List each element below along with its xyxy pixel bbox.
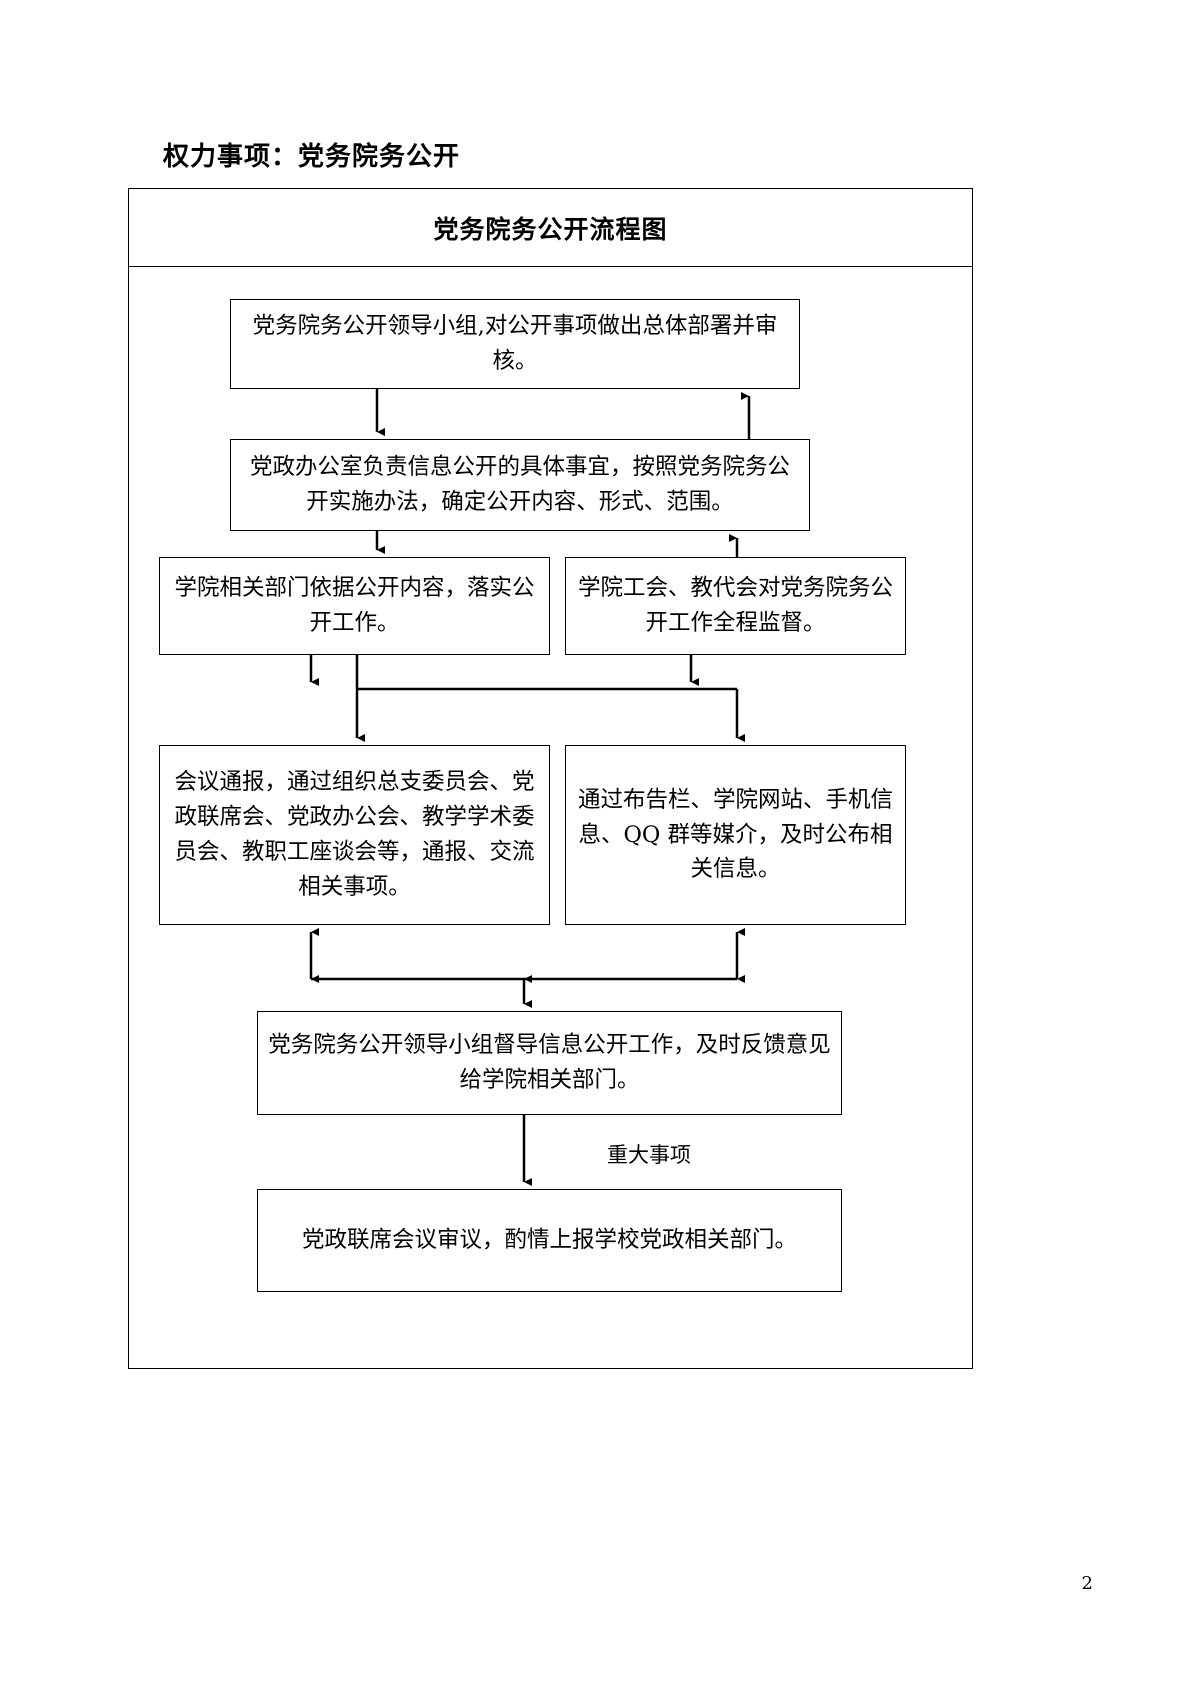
flow-node-text: 党政办公室负责信息公开的具体事宜，按照党务院务公开实施办法，确定公开内容、形式、… — [249, 454, 790, 515]
flow-node-text: 党务院务公开领导小组,对公开事项做出总体部署并审核。 — [252, 313, 778, 374]
flow-node-leadership-supervision[interactable]: 党务院务公开领导小组督导信息公开工作，及时反馈意见给学院相关部门。 — [257, 1011, 842, 1115]
flow-node-leadership-group[interactable]: 党务院务公开领导小组,对公开事项做出总体部署并审核。 — [230, 299, 800, 389]
page-number: 2 — [1081, 1573, 1093, 1594]
flowchart-title: 党务院务公开流程图 — [433, 214, 668, 244]
edge-label-major-matters: 重大事项 — [607, 1143, 691, 1167]
flow-node-union-supervision[interactable]: 学院工会、教代会对党务院务公开工作全程监督。 — [565, 557, 906, 655]
flowchart-frame: 党务院务公开流程图 — [128, 188, 973, 1369]
flow-node-text: 会议通报，通过组织总支委员会、党政联席会、党政办公会、教学学术委员会、教职工座谈… — [174, 769, 535, 900]
flow-node-meeting-briefing[interactable]: 会议通报，通过组织总支委员会、党政联席会、党政办公会、教学学术委员会、教职工座谈… — [159, 745, 550, 925]
flow-node-text: 通过布告栏、学院网站、手机信息、QQ 群等媒介，及时公布相关信息。 — [577, 786, 893, 883]
flow-node-text: 党政联席会议审议，酌情上报学校党政相关部门。 — [301, 1227, 797, 1254]
flow-node-related-departments[interactable]: 学院相关部门依据公开内容，落实公开工作。 — [159, 557, 550, 655]
flow-node-media-publication[interactable]: 通过布告栏、学院网站、手机信息、QQ 群等媒介，及时公布相关信息。 — [565, 745, 906, 925]
flow-node-party-admin-office[interactable]: 党政办公室负责信息公开的具体事宜，按照党务院务公开实施办法，确定公开内容、形式、… — [230, 439, 810, 531]
flowchart-canvas: 党务院务公开领导小组,对公开事项做出总体部署并审核。 党政办公室负责信息公开的具… — [129, 189, 974, 1370]
flow-node-joint-meeting-review[interactable]: 党政联席会议审议，酌情上报学校党政相关部门。 — [257, 1189, 842, 1292]
flow-node-text: 学院工会、教代会对党务院务公开工作全程监督。 — [577, 575, 893, 636]
flowchart-title-bar: 党务院务公开流程图 — [129, 189, 972, 267]
page-title: 权力事项：党务院务公开 — [163, 142, 461, 172]
flow-node-text: 党务院务公开领导小组督导信息公开工作，及时反馈意见给学院相关部门。 — [268, 1032, 831, 1093]
flow-node-text: 学院相关部门依据公开内容，落实公开工作。 — [174, 575, 535, 636]
